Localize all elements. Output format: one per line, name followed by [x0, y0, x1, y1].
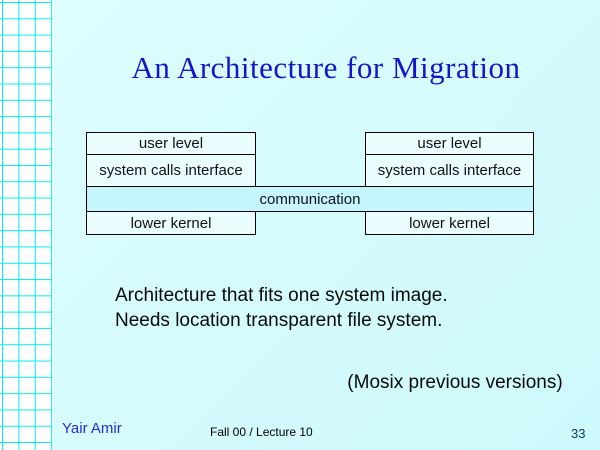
box-user-level-right: user level: [365, 132, 534, 155]
box-lower-kernel-right: lower kernel: [365, 211, 534, 235]
body-line-1: Architecture that fits one system image.: [115, 285, 448, 306]
footer-course: Fall 00 / Lecture 10: [210, 425, 313, 439]
architecture-diagram: user level system calls interface commun…: [86, 132, 534, 235]
body-line-2: Needs location transparent file system.: [115, 310, 443, 331]
slide-page-number: 33: [571, 426, 586, 441]
box-system-calls-interface-right: system calls interface: [365, 154, 534, 187]
graph-paper-strip: [0, 0, 52, 450]
box-user-level-left: user level: [86, 132, 256, 155]
mosix-note: (Mosix previous versions): [347, 372, 563, 393]
slide-title: An Architecture for Migration: [131, 50, 521, 85]
body-text: Architecture that fits one system image.…: [115, 283, 448, 333]
box-lower-kernel-left: lower kernel: [86, 211, 256, 235]
footer-author: Yair Amir: [62, 420, 122, 437]
box-system-calls-interface-left: system calls interface: [86, 154, 256, 187]
communication-band: communication: [86, 186, 534, 212]
